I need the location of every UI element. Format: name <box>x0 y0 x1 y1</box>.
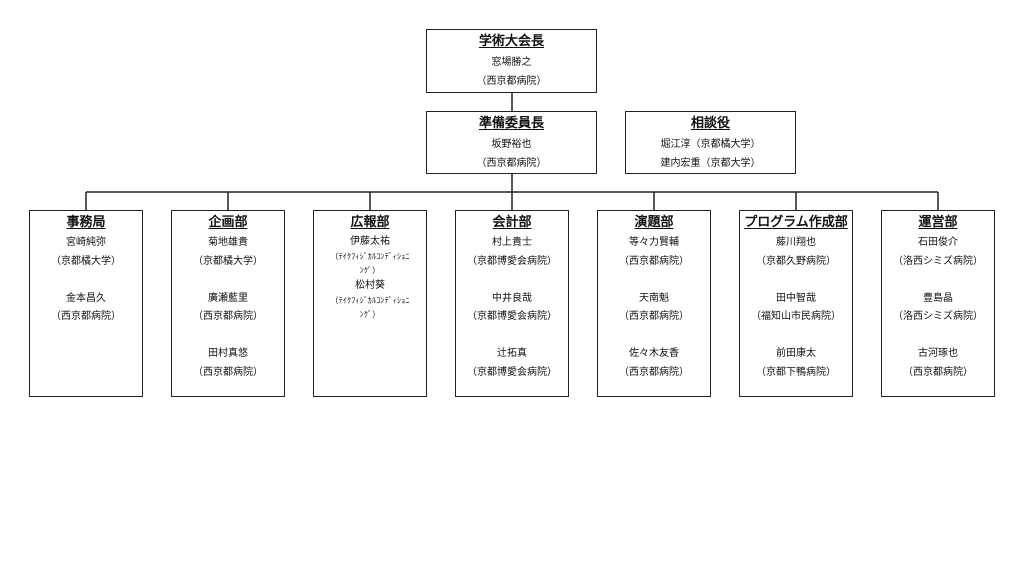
advisor-member-2: 建内宏重（京都大学） <box>660 158 761 169</box>
member-name: 豊島晶 <box>923 292 953 304</box>
member-name: 等々力賢輔 <box>629 237 679 248</box>
department-box-4: 会計部 村上貴士 （京都博愛会病院） 中井良哉 （京都博愛会病院） 辻拓真 （京… <box>455 210 569 397</box>
member-affiliation-continued: ﾝｸﾞ） <box>359 310 381 319</box>
department-box-6: プログラム作成部 藤川翔也 （京都久野病院） 田中智哉 （福知山市民病院） 前田… <box>739 210 853 397</box>
member-name: 村上貴士 <box>492 237 532 248</box>
department-box-2: 企画部 菊地雄貴 （京都橘大学） 廣瀬藍里 （西京都病院） 田村真悠 （西京都病… <box>171 210 285 397</box>
department-box-3: 広報部 伊藤太祐 （ﾃｲｸﾌｨｼﾞｶﾙｺﾝﾃﾞｨｼｮﾆ ﾝｸﾞ） 松村葵 （ﾃｲ… <box>313 210 427 397</box>
member-affiliation: （京都博愛会病院） <box>467 366 557 378</box>
member-affiliation: （西京都病院） <box>193 311 263 322</box>
member-affiliation: （西京都病院） <box>619 255 689 267</box>
member-name: 宮崎純弥 <box>66 237 106 248</box>
department-title-5: 演題部 <box>634 215 674 230</box>
department-title-6: プログラム作成部 <box>744 215 848 230</box>
member-affiliation: （京都橘大学） <box>193 255 263 267</box>
member-affiliation: （ﾃｲｸﾌｨｼﾞｶﾙｺﾝﾃﾞｨｼｮﾆ <box>330 296 410 305</box>
member-affiliation: （京都博愛会病院） <box>467 255 557 267</box>
department-box-5: 演題部 等々力賢輔 （西京都病院） 天南魁 （西京都病院） 佐々木友香 （西京都… <box>597 210 711 397</box>
department-box-7: 運営部 石田俊介 （洛西シミズ病院） 豊島晶 （洛西シミズ病院） 古河琢也 （西… <box>881 210 995 397</box>
member-name: 辻拓真 <box>497 348 527 359</box>
congress-president-affiliation: （西京都病院） <box>476 76 547 87</box>
member-name: 中井良哉 <box>492 292 532 304</box>
member-affiliation-continued: ﾝｸﾞ） <box>359 266 381 275</box>
prep-committee-chair-title: 準備委員長 <box>478 116 544 131</box>
member-affiliation: （福知山市民病院） <box>751 311 841 322</box>
department-title-2: 企画部 <box>208 215 248 230</box>
department-box-1: 事務局 宮崎純弥 （京都橘大学） 金本昌久 （西京都病院） <box>29 210 143 397</box>
member-name: 前田康太 <box>776 348 816 359</box>
member-name: 田中智哉 <box>776 292 816 304</box>
member-name: 金本昌久 <box>66 292 106 304</box>
member-affiliation: （ﾃｲｸﾌｨｼﾞｶﾙｺﾝﾃﾞｨｼｮﾆ <box>330 252 410 261</box>
member-affiliation: （西京都病院） <box>903 366 973 378</box>
member-name: 伊藤太祐 <box>350 236 390 247</box>
member-affiliation: （京都橘大学） <box>51 255 121 267</box>
member-affiliation: （西京都病院） <box>619 311 689 322</box>
congress-president-name: 窓場勝之 <box>491 57 532 68</box>
member-name: 古河琢也 <box>918 348 958 359</box>
member-affiliation: （京都下鴨病院） <box>756 366 836 378</box>
prep-committee-chair-affiliation: （西京都病院） <box>476 158 547 169</box>
department-title-1: 事務局 <box>66 215 106 230</box>
member-affiliation: （西京都病院） <box>193 366 263 378</box>
member-name: 石田俊介 <box>918 237 958 248</box>
prep-committee-chair-name: 坂野裕也 <box>491 139 532 150</box>
advisor-title: 相談役 <box>690 116 730 131</box>
department-title-4: 会計部 <box>492 215 532 230</box>
prep-committee-chair-box: 準備委員長 坂野裕也 （西京都病院） <box>426 111 597 174</box>
member-name: 藤川翔也 <box>776 237 816 248</box>
member-name: 廣瀬藍里 <box>208 292 248 304</box>
member-affiliation: （洛西シミズ病院） <box>893 311 983 322</box>
congress-president-title: 学術大会長 <box>478 34 544 49</box>
member-name: 佐々木友香 <box>629 348 679 359</box>
department-title-3: 広報部 <box>350 215 390 230</box>
advisor-box: 相談役 堀江淳（京都橘大学） 建内宏重（京都大学） <box>625 111 796 174</box>
member-affiliation: （京都博愛会病院） <box>467 311 557 322</box>
member-name: 田村真悠 <box>208 348 248 359</box>
member-name: 松村葵 <box>355 280 385 291</box>
member-name: 天南魁 <box>639 292 669 304</box>
advisor-member-1: 堀江淳（京都橘大学） <box>660 139 761 150</box>
member-affiliation: （洛西シミズ病院） <box>893 255 983 267</box>
member-affiliation: （西京都病院） <box>51 311 121 322</box>
department-title-7: 運営部 <box>918 215 958 230</box>
member-name: 菊地雄貴 <box>208 237 248 248</box>
congress-president-box: 学術大会長 窓場勝之 （西京都病院） <box>426 29 597 93</box>
member-affiliation: （西京都病院） <box>619 366 689 378</box>
member-affiliation: （京都久野病院） <box>756 255 836 267</box>
